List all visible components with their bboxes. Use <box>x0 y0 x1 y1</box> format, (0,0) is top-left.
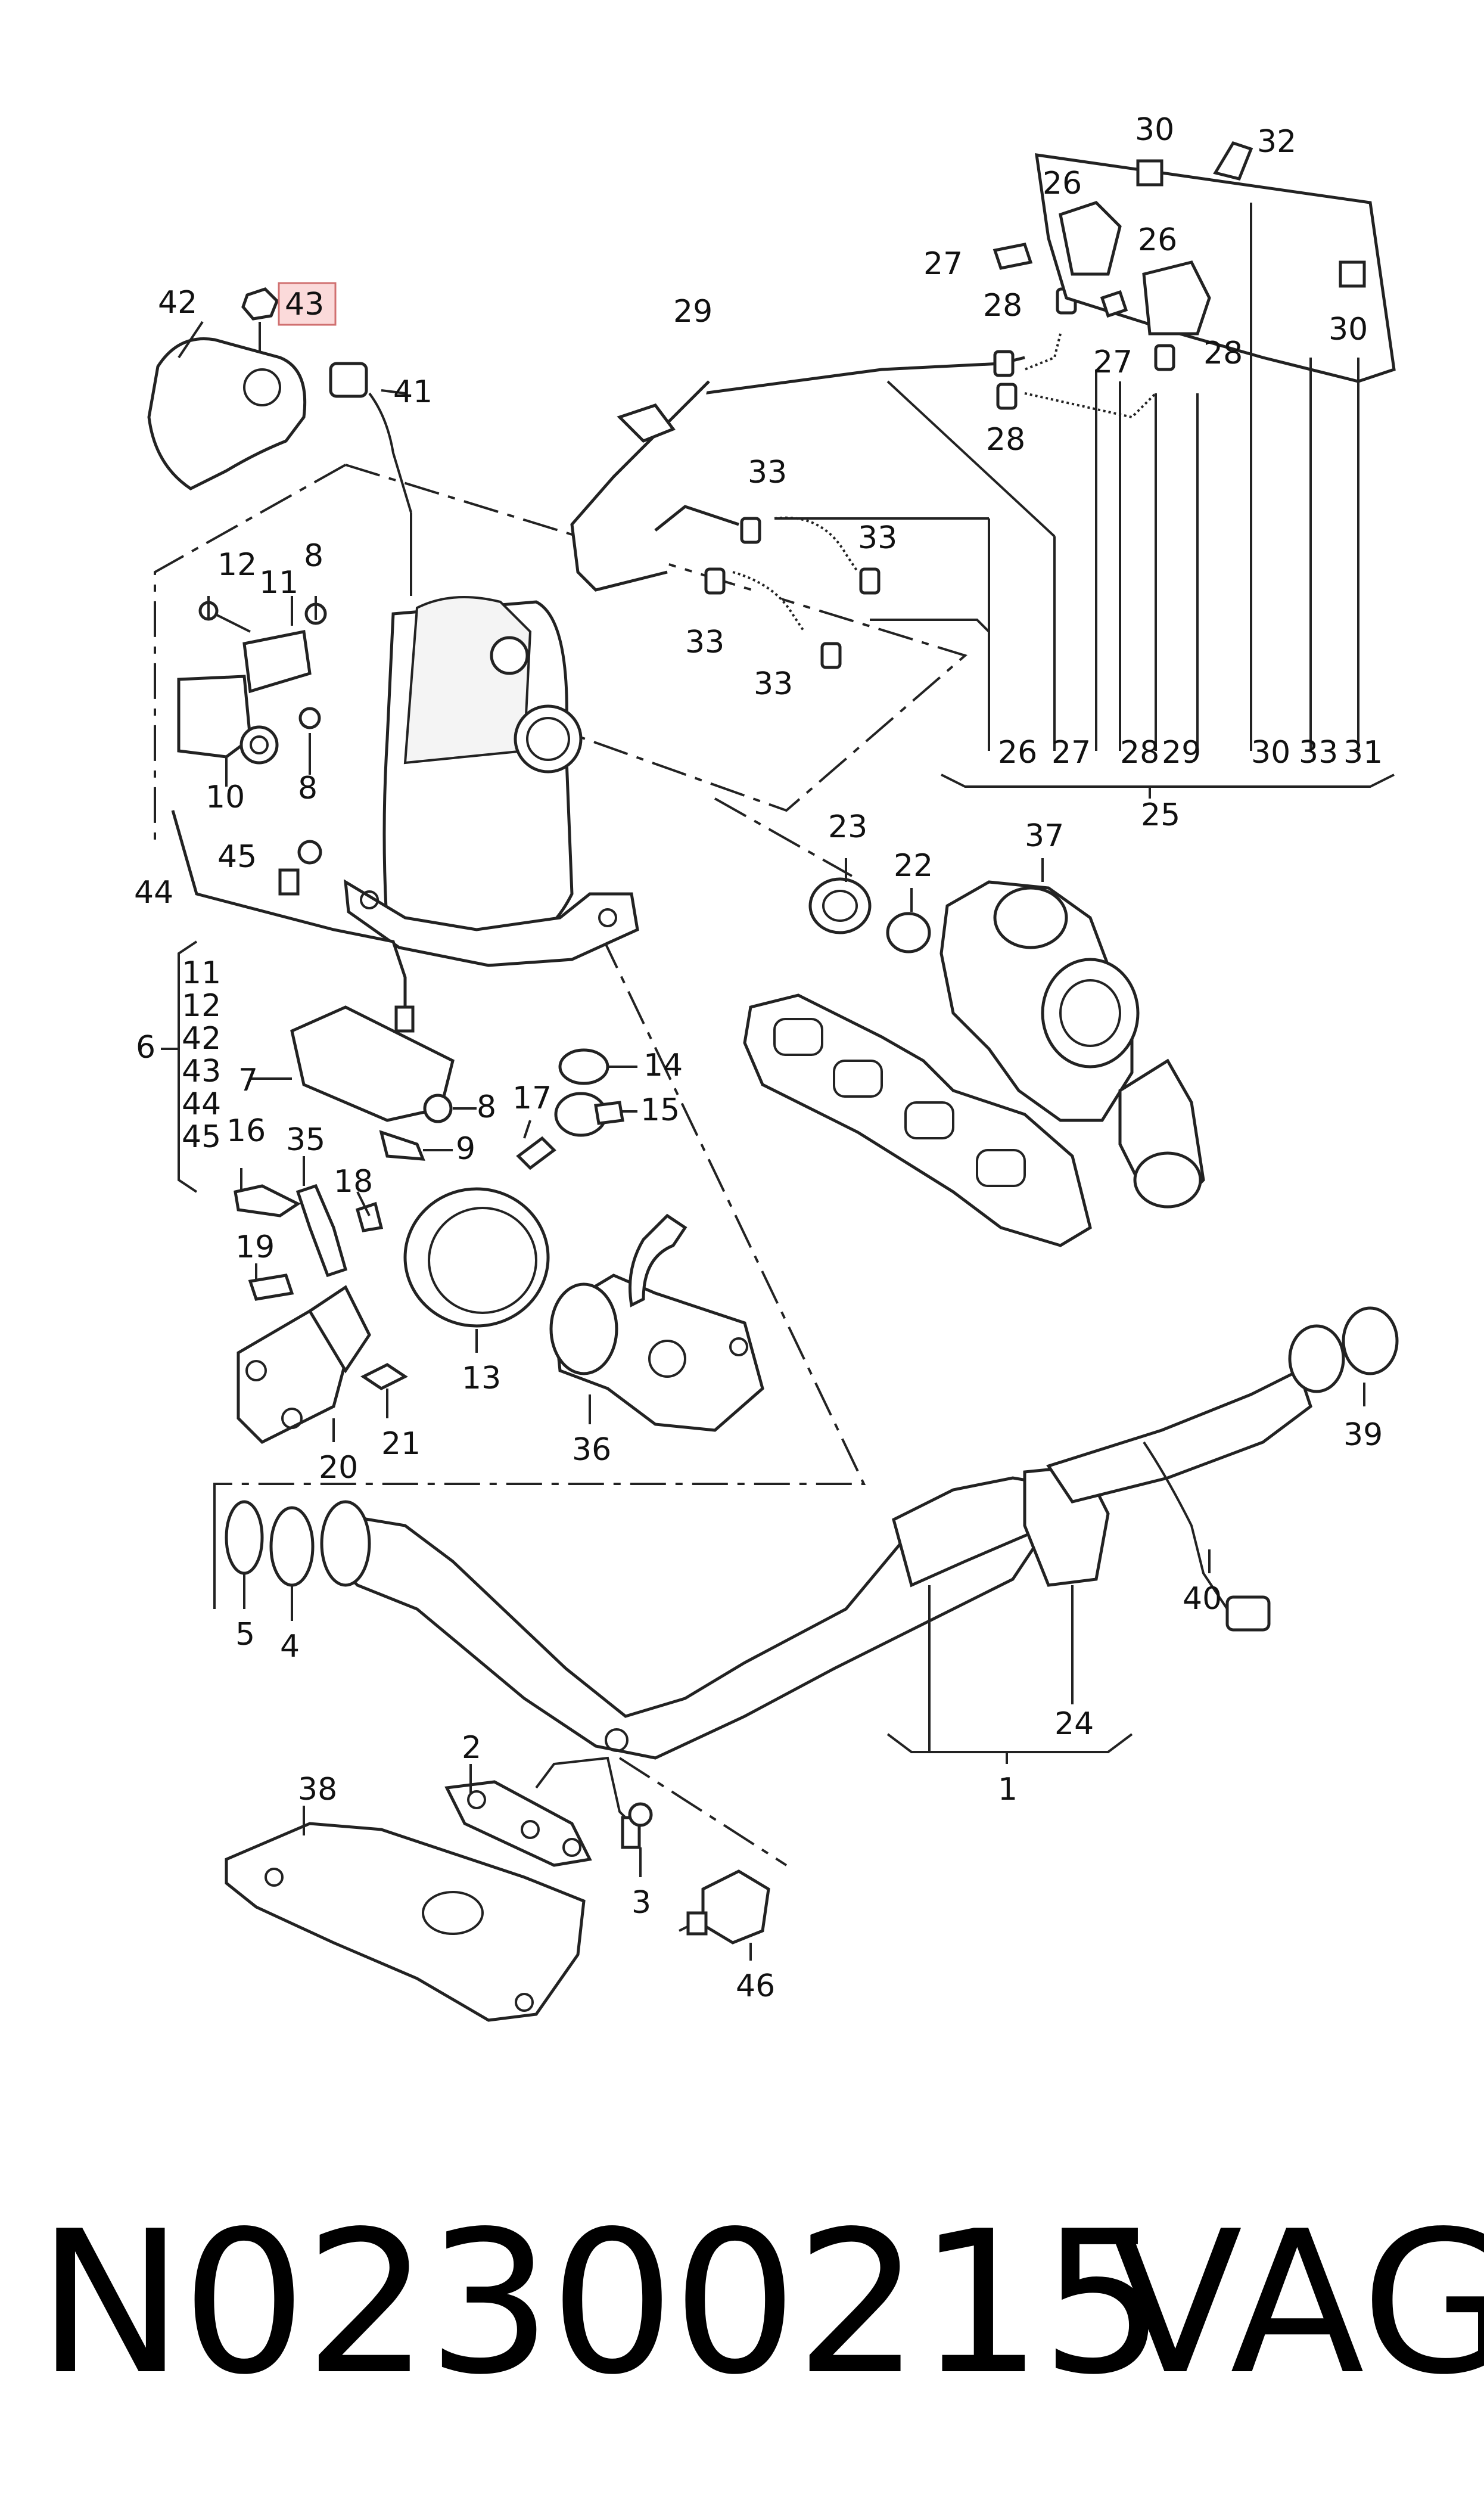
heat-shield <box>147 337 307 490</box>
label-27: 27 <box>1093 344 1133 380</box>
label-5: 5 <box>235 1617 255 1653</box>
label-6: 6 <box>136 1030 155 1066</box>
exhaust-manifold <box>743 993 1092 1247</box>
label-28: 28 <box>1120 735 1159 771</box>
label-3: 3 <box>631 1885 651 1921</box>
label-41: 41 <box>393 374 433 410</box>
label-17: 17 <box>512 1080 552 1116</box>
label-28: 28 <box>986 422 1025 458</box>
callout-labels: 42 43 41 29 30 32 26 26 27 28 27 28 30 2… <box>134 112 1383 2004</box>
label-26: 26 <box>1138 222 1177 258</box>
clamp-13 <box>403 1136 556 1328</box>
label-38: 38 <box>298 1772 337 1807</box>
subframe-bracket <box>225 1822 586 2022</box>
label-7: 7 <box>238 1063 258 1098</box>
label-13: 13 <box>462 1361 501 1396</box>
label-19: 19 <box>235 1229 275 1265</box>
label-45: 45 <box>182 1119 221 1155</box>
label-45: 45 <box>217 839 257 875</box>
pressure-sensor-bracket <box>993 141 1396 383</box>
label-2: 2 <box>462 1730 481 1766</box>
label-33: 33 <box>858 520 897 556</box>
label-9: 9 <box>456 1131 475 1167</box>
label-8: 8 <box>477 1089 496 1125</box>
label-16: 16 <box>226 1113 266 1149</box>
gasket-14 <box>554 1048 624 1137</box>
label-42: 42 <box>182 1021 221 1057</box>
heat-shield-7 <box>290 1005 455 1161</box>
label-26: 26 <box>1043 166 1082 201</box>
label-39: 39 <box>1343 1417 1383 1453</box>
label-11: 11 <box>182 955 221 991</box>
label-33: 33 <box>685 625 724 660</box>
label-31: 31 <box>1343 735 1383 771</box>
label-35: 35 <box>286 1122 325 1158</box>
label-43: 43 <box>285 287 324 322</box>
filter-bracket <box>177 601 327 765</box>
label-15: 15 <box>640 1092 680 1128</box>
label-12: 12 <box>217 547 257 583</box>
label-11: 11 <box>259 565 298 601</box>
temperature-sensor <box>329 362 412 596</box>
label-30: 30 <box>1135 112 1174 148</box>
vacuum-hoses <box>570 287 1175 669</box>
label-29: 29 <box>1162 735 1201 771</box>
brand-name: VAG <box>1108 2189 1484 2418</box>
label-28: 28 <box>1203 336 1243 371</box>
egr-cooler <box>549 1213 764 1432</box>
label-24: 24 <box>1054 1706 1094 1742</box>
part-number: N02300215 <box>37 2189 1166 2418</box>
label-46: 46 <box>736 1968 775 2004</box>
label-26: 26 <box>998 735 1037 771</box>
bolt-3 <box>621 1802 653 1849</box>
front-pipe-and-cat <box>225 1306 1399 1760</box>
label-1: 1 <box>998 1772 1018 1807</box>
label-28: 28 <box>983 288 1022 324</box>
pipe-44 <box>171 810 415 1033</box>
label-30: 30 <box>1329 312 1368 347</box>
label-42: 42 <box>158 285 197 321</box>
turbocharger <box>808 877 1205 1209</box>
label-21: 21 <box>381 1426 421 1462</box>
particulate-filter <box>344 596 639 967</box>
label-30: 30 <box>1251 735 1290 771</box>
label-23: 23 <box>828 809 867 845</box>
label-40: 40 <box>1183 1581 1222 1617</box>
label-14: 14 <box>643 1048 683 1083</box>
label-12: 12 <box>182 988 221 1024</box>
label-25: 25 <box>1141 797 1180 833</box>
label-27: 27 <box>923 246 963 282</box>
label-37: 37 <box>1025 818 1064 854</box>
nut-43 <box>241 287 279 352</box>
label-20: 20 <box>319 1450 358 1486</box>
label-22: 22 <box>894 848 933 884</box>
label-43: 43 <box>182 1054 221 1089</box>
label-8: 8 <box>298 771 318 806</box>
highlight-box-43 <box>278 282 337 326</box>
label-4: 4 <box>280 1629 300 1664</box>
label-44: 44 <box>134 875 173 911</box>
label-44: 44 <box>182 1086 221 1122</box>
label-36: 36 <box>572 1432 611 1468</box>
label-33: 33 <box>754 666 793 702</box>
leader-lines <box>161 203 1395 1961</box>
label-10: 10 <box>206 779 245 815</box>
label-29: 29 <box>673 294 713 330</box>
mounting-bracket <box>234 1184 408 1445</box>
bolt-45 <box>278 840 322 896</box>
label-18: 18 <box>334 1164 373 1200</box>
label-32: 32 <box>1257 124 1296 160</box>
gasket-2 <box>444 1756 633 1867</box>
label-8: 8 <box>304 538 323 574</box>
sensor-46 <box>679 1869 770 1945</box>
label-27: 27 <box>1051 735 1091 771</box>
label-33: 33 <box>748 455 787 490</box>
label-33: 33 <box>1299 735 1338 771</box>
